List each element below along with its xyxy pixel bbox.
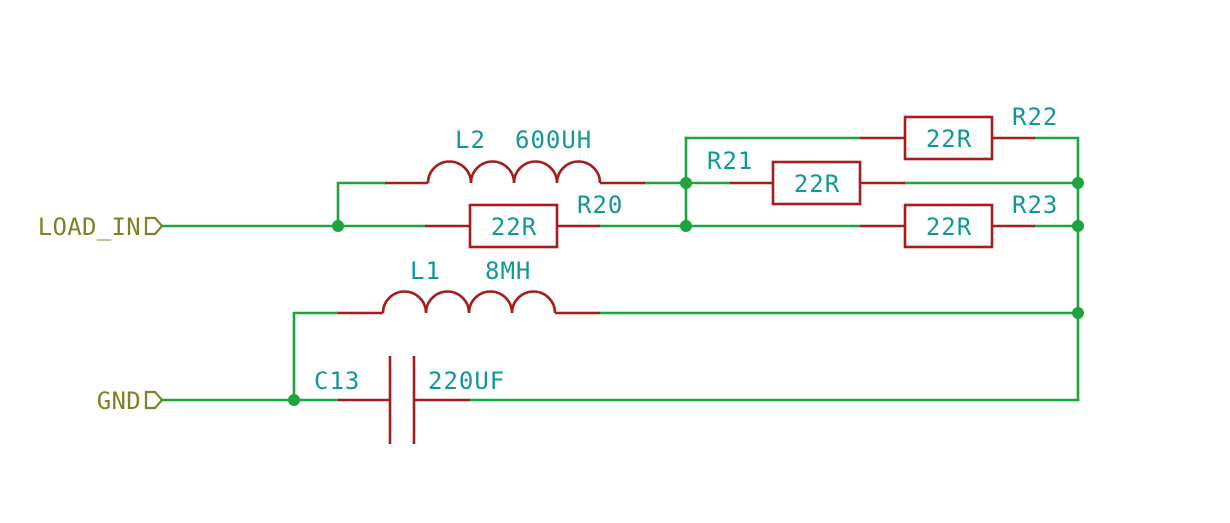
capacitor-c13: C13 220UF bbox=[314, 356, 505, 444]
wire-to-l2 bbox=[336, 181, 387, 228]
net-label-gnd: GND bbox=[97, 387, 164, 415]
inductor-l1-ref: L1 bbox=[410, 257, 441, 285]
wire-to-l1 bbox=[292, 311, 340, 402]
net-label-gnd-text: GND bbox=[97, 387, 141, 415]
inductor-l1: L1 8MH bbox=[338, 257, 600, 315]
junction-dot bbox=[332, 220, 344, 232]
junction-dot bbox=[1072, 177, 1084, 189]
resistor-r20-value: 22R bbox=[491, 213, 537, 241]
resistor-r23-ref: R23 bbox=[1012, 191, 1058, 219]
resistor-r21-ref: R21 bbox=[707, 147, 753, 175]
resistor-r20-ref: R20 bbox=[577, 191, 623, 219]
resistor-r21-value: 22R bbox=[794, 170, 840, 198]
capacitor-c13-value: 220UF bbox=[428, 367, 505, 395]
inductor-l2-coil bbox=[426, 160, 602, 184]
junction-dot bbox=[680, 220, 692, 232]
resistor-r22-value: 22R bbox=[926, 125, 972, 153]
resistor-r21: 22R R21 bbox=[707, 147, 905, 206]
net-label-load-in: LOAD_IN bbox=[38, 213, 164, 241]
inductor-l1-value: 8MH bbox=[485, 257, 531, 285]
capacitor-c13-ref: C13 bbox=[314, 367, 360, 395]
resistor-r22-ref: R22 bbox=[1012, 103, 1058, 131]
resistor-r23: 22R R23 bbox=[860, 191, 1058, 249]
hierarchical-label-load-in-icon bbox=[144, 216, 164, 236]
junction-dot bbox=[288, 394, 300, 406]
hierarchical-label-gnd-icon bbox=[144, 390, 164, 410]
junctions bbox=[288, 177, 1084, 406]
junction-dot bbox=[1072, 220, 1084, 232]
inductor-l2: L2 600UH bbox=[385, 126, 645, 185]
resistor-r20: 22R R20 bbox=[425, 191, 623, 249]
wires bbox=[160, 136, 1080, 402]
junction-dot bbox=[1072, 307, 1084, 319]
resistor-r22: 22R R22 bbox=[860, 103, 1058, 161]
inductor-l1-coil bbox=[381, 290, 557, 314]
resistor-r23-value: 22R bbox=[926, 213, 972, 241]
net-label-load-in-text: LOAD_IN bbox=[38, 213, 141, 241]
inductor-l2-value: 600UH bbox=[515, 126, 592, 154]
inductor-l2-ref: L2 bbox=[455, 126, 486, 154]
junction-dot bbox=[680, 177, 692, 189]
wire-right-rail bbox=[1033, 136, 1080, 402]
